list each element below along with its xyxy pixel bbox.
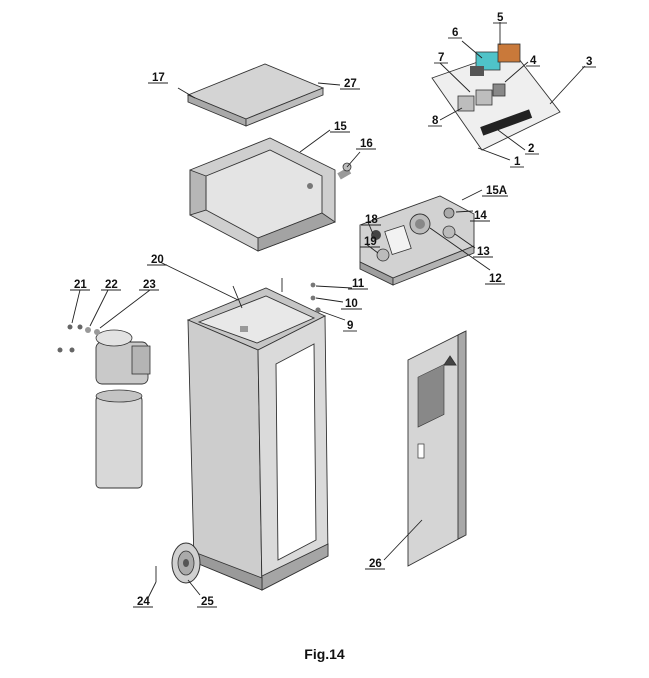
callout-24: 24 bbox=[137, 596, 150, 608]
callout-16: 16 bbox=[360, 138, 373, 150]
callout-7: 7 bbox=[438, 52, 444, 64]
callout-10: 10 bbox=[345, 298, 358, 310]
callout-17: 17 bbox=[152, 72, 165, 84]
callout-11: 11 bbox=[352, 278, 365, 290]
callout-14: 14 bbox=[474, 210, 487, 222]
main-cabinet bbox=[186, 285, 329, 591]
callout-1: 1 bbox=[514, 156, 521, 168]
callout-23: 23 bbox=[143, 279, 156, 291]
callout-8: 8 bbox=[432, 115, 439, 127]
callout-27: 27 bbox=[344, 78, 357, 90]
small-fasteners bbox=[281, 278, 321, 313]
callout-19: 19 bbox=[364, 236, 377, 248]
part-16-knob bbox=[337, 162, 352, 180]
control-panel bbox=[359, 195, 475, 286]
figure-caption: Fig.14 bbox=[304, 646, 345, 662]
callout-25: 25 bbox=[201, 596, 214, 608]
front-door bbox=[407, 330, 467, 567]
top-cover-plate bbox=[186, 63, 325, 127]
callout-12: 12 bbox=[489, 273, 502, 285]
electrical-mounting-plate bbox=[431, 43, 561, 151]
wheel-assembly bbox=[155, 542, 201, 584]
callout-20: 20 bbox=[151, 254, 164, 266]
callout-3: 3 bbox=[586, 56, 592, 68]
callout-26: 26 bbox=[369, 558, 382, 570]
callout-21: 21 bbox=[74, 279, 87, 291]
callout-15A: 15A bbox=[486, 185, 507, 197]
callout-18: 18 bbox=[365, 214, 378, 226]
callout-4: 4 bbox=[530, 55, 537, 67]
callout-15: 15 bbox=[334, 121, 347, 133]
leader-lines bbox=[71, 22, 586, 599]
callout-9: 9 bbox=[347, 320, 353, 332]
upper-housing bbox=[189, 137, 336, 252]
callout-6: 6 bbox=[452, 27, 458, 39]
callout-5: 5 bbox=[497, 12, 504, 24]
callout-2: 2 bbox=[528, 143, 534, 155]
callout-22: 22 bbox=[105, 279, 118, 291]
callout-13: 13 bbox=[477, 246, 490, 258]
callout-labels: 1 2 3 4 5 6 7 8 9 10 11 12 13 14 15 15A … bbox=[70, 12, 596, 608]
motor-pump-unit bbox=[57, 324, 151, 489]
